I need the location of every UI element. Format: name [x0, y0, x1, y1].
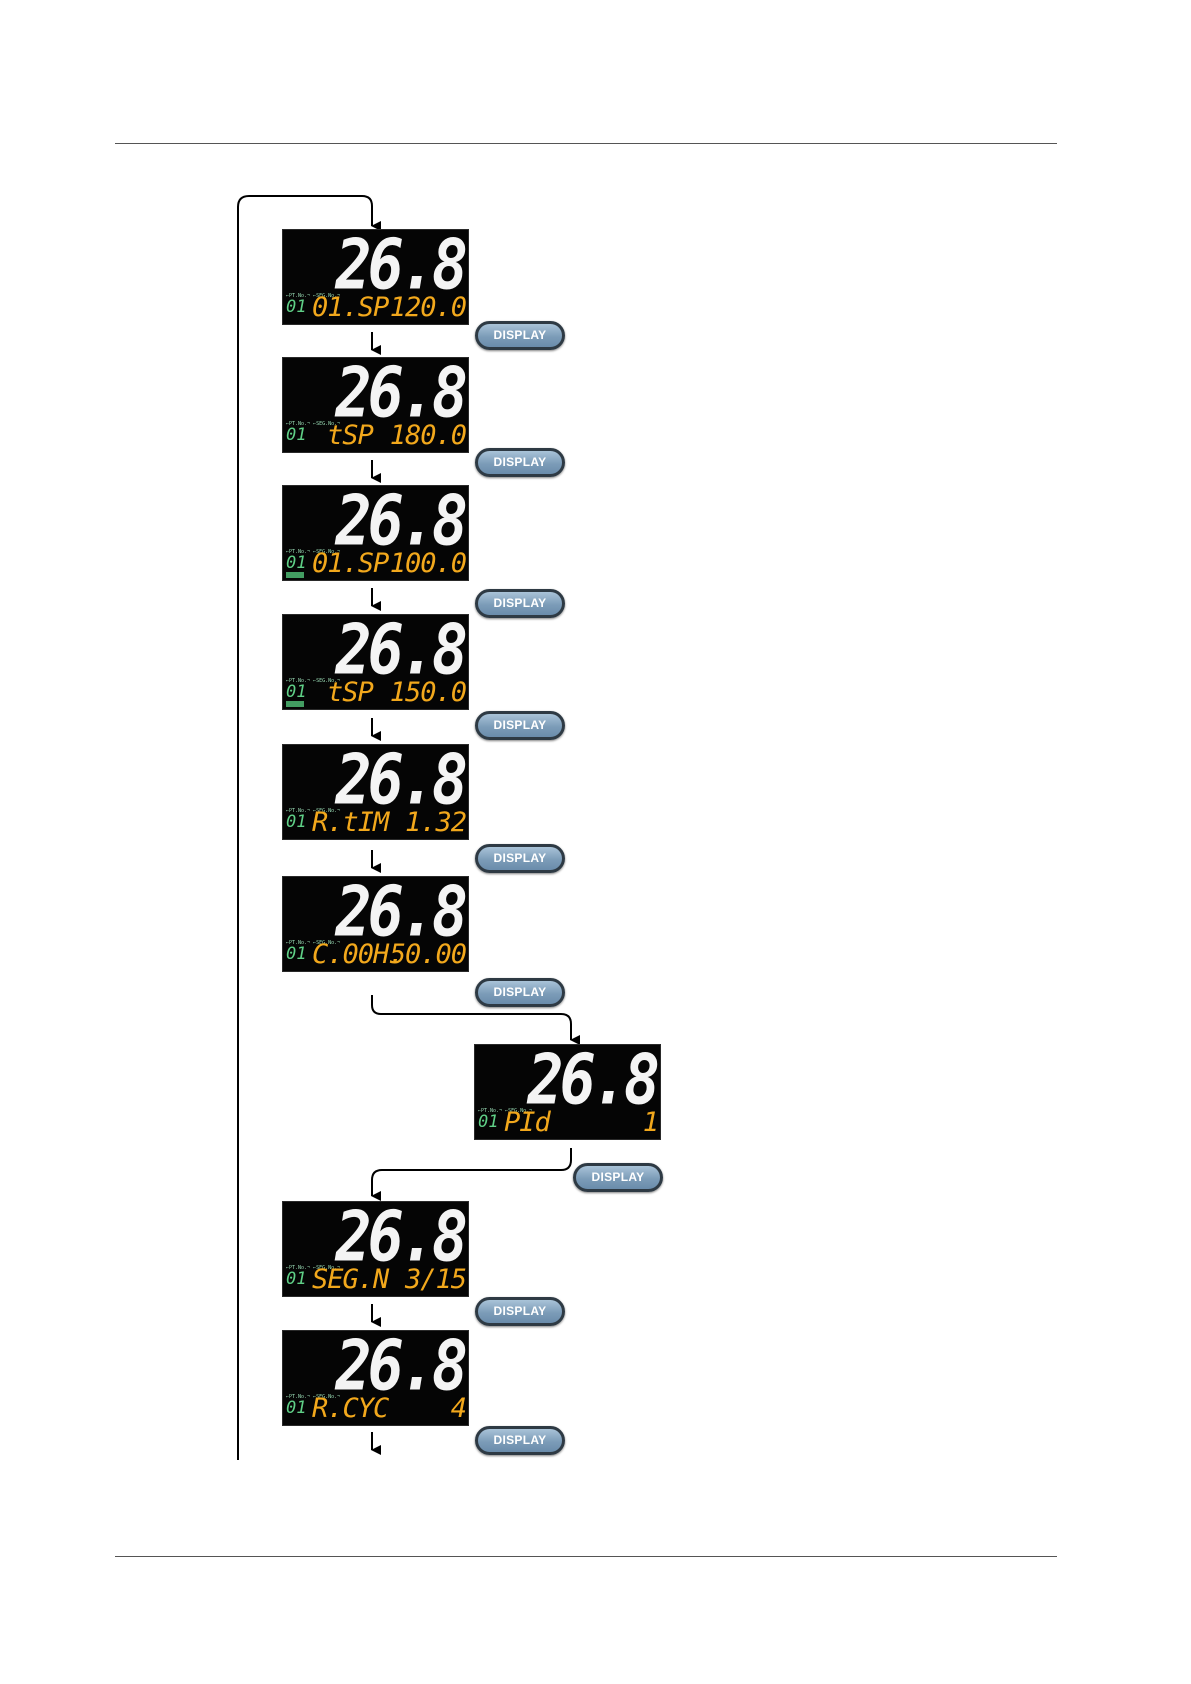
parameter-symbol: C.00H. — [312, 939, 405, 970]
parameter-value: 50.00 — [389, 939, 467, 970]
pattern-number: 01 — [286, 682, 307, 702]
display-key[interactable]: DISPLAY — [475, 448, 565, 477]
display-key[interactable]: DISPLAY — [573, 1163, 663, 1192]
pv-value: 26.8 — [335, 1197, 468, 1278]
pv-value: 26.8 — [335, 353, 468, 434]
pattern-number: 01 — [286, 1398, 307, 1418]
pt-seg-labels: ⌐PT.No.¬ ⌐SEG.No.¬ — [286, 549, 341, 555]
pv-value: 26.8 — [335, 610, 468, 691]
pv-value: 26.8 — [335, 225, 468, 306]
parameter-value: 120.0 — [389, 292, 467, 323]
arrow-6-7 — [371, 995, 580, 1045]
pt-seg-labels: ⌐PT.No.¬ ⌐SEG.No.¬ — [286, 293, 341, 299]
pt-seg-labels: ⌐PT.No.¬ ⌐SEG.No.¬ — [286, 808, 341, 814]
pattern-number: 01 — [286, 425, 307, 445]
parameter-symbol: tSP — [327, 677, 374, 708]
pv-value: 26.8 — [335, 872, 468, 953]
parameter-value: 3/15 — [404, 1264, 467, 1295]
parameter-value: 100.0 — [389, 548, 467, 579]
pv-value: 26.8 — [335, 1326, 468, 1407]
parameter-symbol: 01.SP — [312, 548, 389, 579]
parameter-value: 1.32 — [404, 807, 467, 838]
pv-value: 26.8 — [527, 1040, 660, 1121]
pt-seg-labels: ⌐PT.No.¬ ⌐SEG.No.¬ — [286, 421, 341, 427]
status-mark — [286, 572, 304, 578]
lcd-screen-setpoint-2: 26.8 ⌐PT.No.¬ ⌐SEG.No.¬ 01 01.SP 100.0 — [282, 481, 469, 581]
pt-seg-labels: ⌐PT.No.¬ ⌐SEG.No.¬ — [286, 940, 341, 946]
display-key[interactable]: DISPLAY — [475, 711, 565, 740]
pv-value: 26.8 — [335, 740, 468, 821]
pattern-number: 01 — [286, 553, 307, 573]
header-rule — [115, 143, 1057, 144]
parameter-value: 180.0 — [389, 420, 467, 451]
pt-seg-labels: ⌐PT.No.¬ ⌐SEG.No.¬ — [286, 1265, 341, 1271]
lcd-screen-target-setpoint-2: 26.8 ⌐PT.No.¬ ⌐SEG.No.¬ 01 tSP 150.0 — [282, 610, 469, 710]
pt-seg-labels: ⌐PT.No.¬ ⌐SEG.No.¬ — [286, 678, 341, 684]
lcd-screen-event: 26.8 ⌐PT.No.¬ ⌐SEG.No.¬ 01 C.00H. 50.00 — [282, 872, 469, 972]
parameter-symbol: R.CYC — [312, 1393, 389, 1424]
pv-value: 26.8 — [335, 481, 468, 562]
display-key[interactable]: DISPLAY — [475, 844, 565, 873]
lcd-screen-segment-number: 26.8 ⌐PT.No.¬ ⌐SEG.No.¬ 01 SEG.N 3/15 — [282, 1197, 469, 1297]
lcd-screen-remaining-time: 26.8 ⌐PT.No.¬ ⌐SEG.No.¬ 01 R.tIM 1.32 — [282, 740, 469, 840]
parameter-value: 4 — [450, 1393, 467, 1424]
parameter-symbol: SEG.N — [312, 1264, 389, 1295]
lcd-screen-setpoint: 26.8 ⌐PT.No.¬ ⌐SEG.No.¬ 01 01.SP 120.0 — [282, 225, 469, 325]
status-mark — [286, 701, 304, 707]
pattern-number: 01 — [286, 812, 307, 832]
pattern-number: 01 — [286, 1269, 307, 1289]
lcd-screen-target-setpoint: 26.8 ⌐PT.No.¬ ⌐SEG.No.¬ 01 tSP 180.0 — [282, 353, 469, 453]
parameter-value: 150.0 — [389, 677, 467, 708]
parameter-value: 1 — [642, 1107, 659, 1138]
display-key[interactable]: DISPLAY — [475, 1426, 565, 1455]
display-key[interactable]: DISPLAY — [475, 589, 565, 618]
display-key[interactable]: DISPLAY — [475, 321, 565, 350]
lcd-screen-repeat-cycle: 26.8 ⌐PT.No.¬ ⌐SEG.No.¬ 01 R.CYC 4 — [282, 1326, 469, 1426]
pt-seg-labels: ⌐PT.No.¬ ⌐SEG.No.¬ — [478, 1108, 533, 1114]
pt-seg-labels: ⌐PT.No.¬ ⌐SEG.No.¬ — [286, 1394, 341, 1400]
pattern-number: 01 — [478, 1112, 499, 1132]
display-key[interactable]: DISPLAY — [475, 978, 565, 1007]
lcd-screen-pid: 26.8 ⌐PT.No.¬ ⌐SEG.No.¬ 01 PId 1 — [474, 1040, 661, 1140]
parameter-symbol: R.tIM — [312, 807, 389, 838]
pattern-number: 01 — [286, 297, 307, 317]
footer-rule — [115, 1556, 1057, 1557]
arrow-7-8 — [371, 1148, 572, 1201]
parameter-symbol: 01.SP — [312, 292, 389, 323]
loop-back-line — [237, 195, 381, 1460]
parameter-symbol: PId — [504, 1107, 551, 1138]
pattern-number: 01 — [286, 944, 307, 964]
display-key[interactable]: DISPLAY — [475, 1297, 565, 1326]
parameter-symbol: tSP — [327, 420, 374, 451]
